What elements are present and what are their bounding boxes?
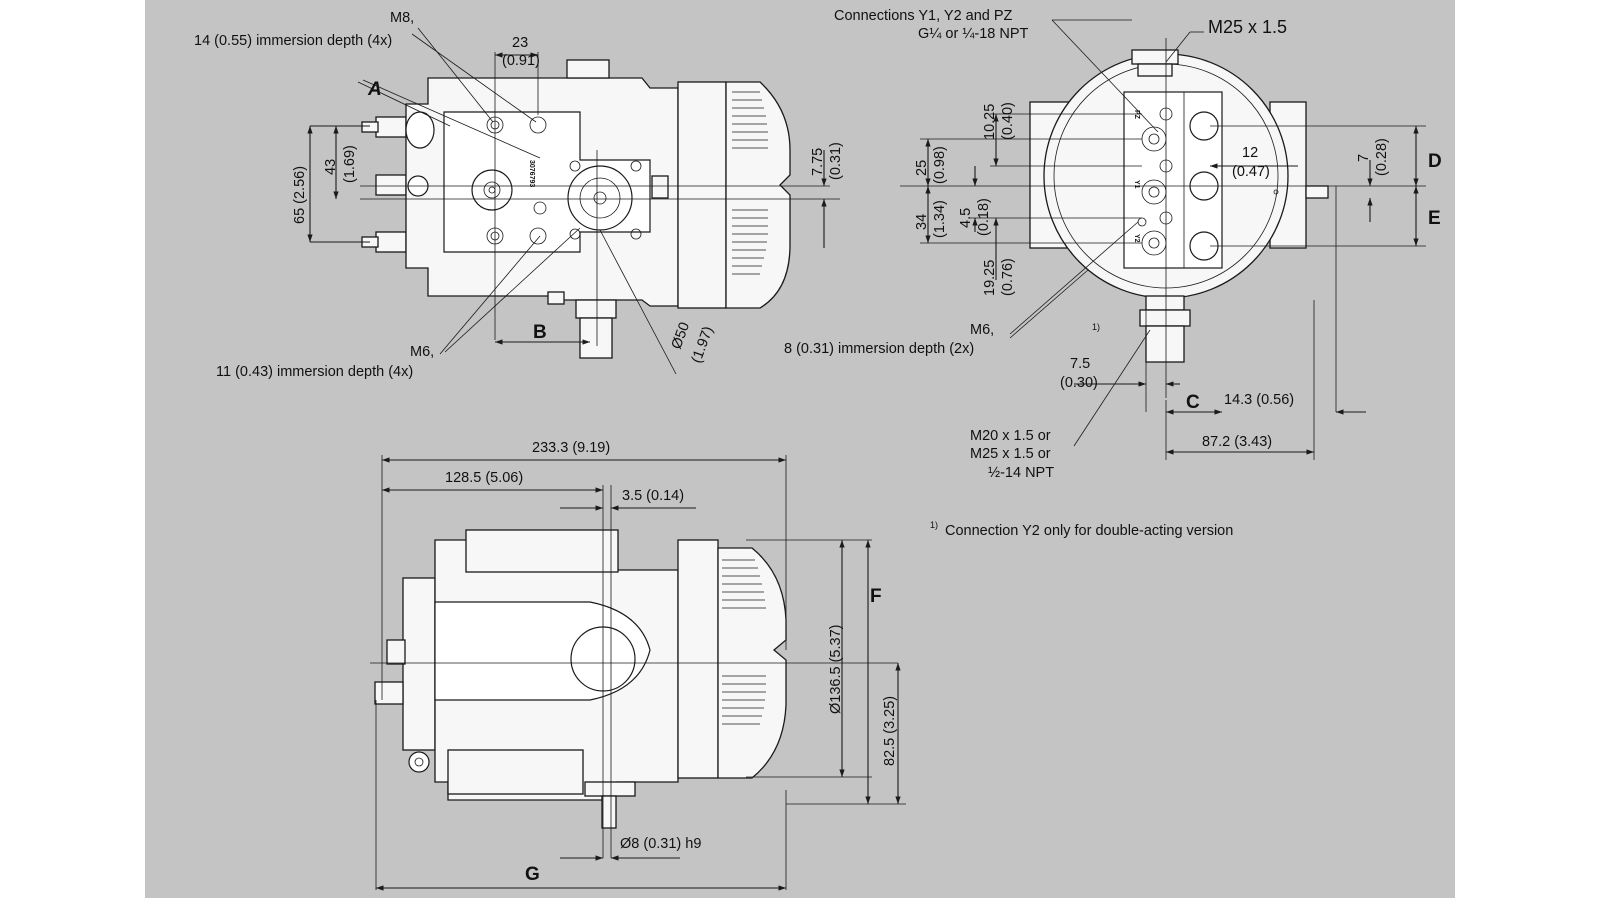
dim-45-in: (0.18) (976, 198, 992, 236)
marker-e: E (1428, 208, 1441, 229)
dim-75-mm: 7.5 (1070, 356, 1090, 372)
dim-12-mm: 12 (1242, 145, 1258, 161)
gland-line1: M20 x 1.5 or (970, 428, 1051, 444)
connections-label-line1: Connections Y1, Y2 and PZ (834, 8, 1013, 24)
dim-75-in: (0.30) (1060, 375, 1098, 391)
marker-d: D (1428, 151, 1442, 172)
front-view: 233.3 (9.19) 128.5 (5.06) 3.5 (0.14) Ø13… (370, 440, 906, 891)
dim-143: 14.3 (0.56) (1224, 392, 1294, 408)
dim-12-in: (0.47) (1232, 164, 1270, 180)
footnote: 1) Connection Y2 only for double-acting … (930, 520, 1233, 539)
plate-code: 3076793 (528, 160, 535, 187)
dim-1025-in: (0.40) (1000, 102, 1016, 140)
footnote-ref: 1) (1092, 322, 1100, 332)
dim-45-mm: 4.5 (958, 208, 974, 228)
dim-1285: 128.5 (5.06) (445, 470, 523, 486)
dim-shaft: Ø8 (0.31) h9 (620, 836, 701, 852)
marker-g: G (525, 864, 540, 885)
marker-c: C (1186, 392, 1200, 413)
dim-775-in: (0.31) (828, 142, 844, 180)
m6-label-line2: 11 (0.43) immersion depth (4x) (216, 364, 413, 380)
m6-side-line2: 8 (0.31) immersion depth (2x) (784, 341, 974, 357)
connections-label-line2: G¼ or ¼-18 NPT (918, 26, 1029, 42)
dim-872: 87.2 (3.43) (1202, 434, 1272, 450)
port-label-pz: PZ (1133, 110, 1140, 120)
marker-b: B (533, 322, 547, 343)
dim-34-mm: 34 (914, 214, 930, 230)
m25-label: M25 x 1.5 (1208, 17, 1287, 37)
dim-2333: 233.3 (9.19) (532, 440, 610, 456)
dim-65: 65 (2.56) (292, 166, 308, 224)
dim-43-mm: 43 (323, 159, 339, 175)
m6-label-line1: M6, (410, 344, 434, 360)
dim-25-mm: 25 (914, 160, 930, 176)
dim-7-mm: 7 (1356, 154, 1372, 162)
dim-7-in: (0.28) (1374, 138, 1390, 176)
m8-label-line1: M8, (390, 10, 414, 26)
dim-1925-mm: 19.25 (982, 260, 998, 296)
dim-25-in: (0.98) (932, 146, 948, 184)
dim-23-mm: 23 (512, 35, 528, 51)
dim-1365: Ø136.5 (5.37) (828, 625, 844, 714)
m6-side-line1: M6, (970, 322, 994, 338)
port-label-y2: Y2 (1133, 234, 1140, 243)
dim-34-in: (1.34) (932, 200, 948, 238)
gland-line2: M25 x 1.5 or (970, 446, 1051, 462)
marker-f: F (870, 586, 882, 607)
dim-35: 3.5 (0.14) (622, 488, 684, 504)
m8-label-line2: 14 (0.55) immersion depth (4x) (194, 33, 392, 49)
footnote-mark: 1) (930, 520, 938, 530)
footnote-text: Connection Y2 only for double-acting ver… (945, 523, 1233, 539)
dim-775-mm: 7.75 (810, 148, 826, 176)
port-label-y1: Y1 (1133, 180, 1140, 189)
side-view: PZ Y1 Y2 (784, 8, 1442, 481)
section-marker-a: A (367, 79, 382, 100)
gland-line3: ½-14 NPT (988, 465, 1054, 481)
dim-43-in: (1.69) (342, 145, 358, 183)
dim-825: 82.5 (3.25) (882, 696, 898, 766)
dim-23-in: (0.91) (502, 53, 540, 69)
dim-1925-in: (0.76) (1000, 258, 1016, 296)
dim-1025-mm: 10.25 (982, 104, 998, 140)
